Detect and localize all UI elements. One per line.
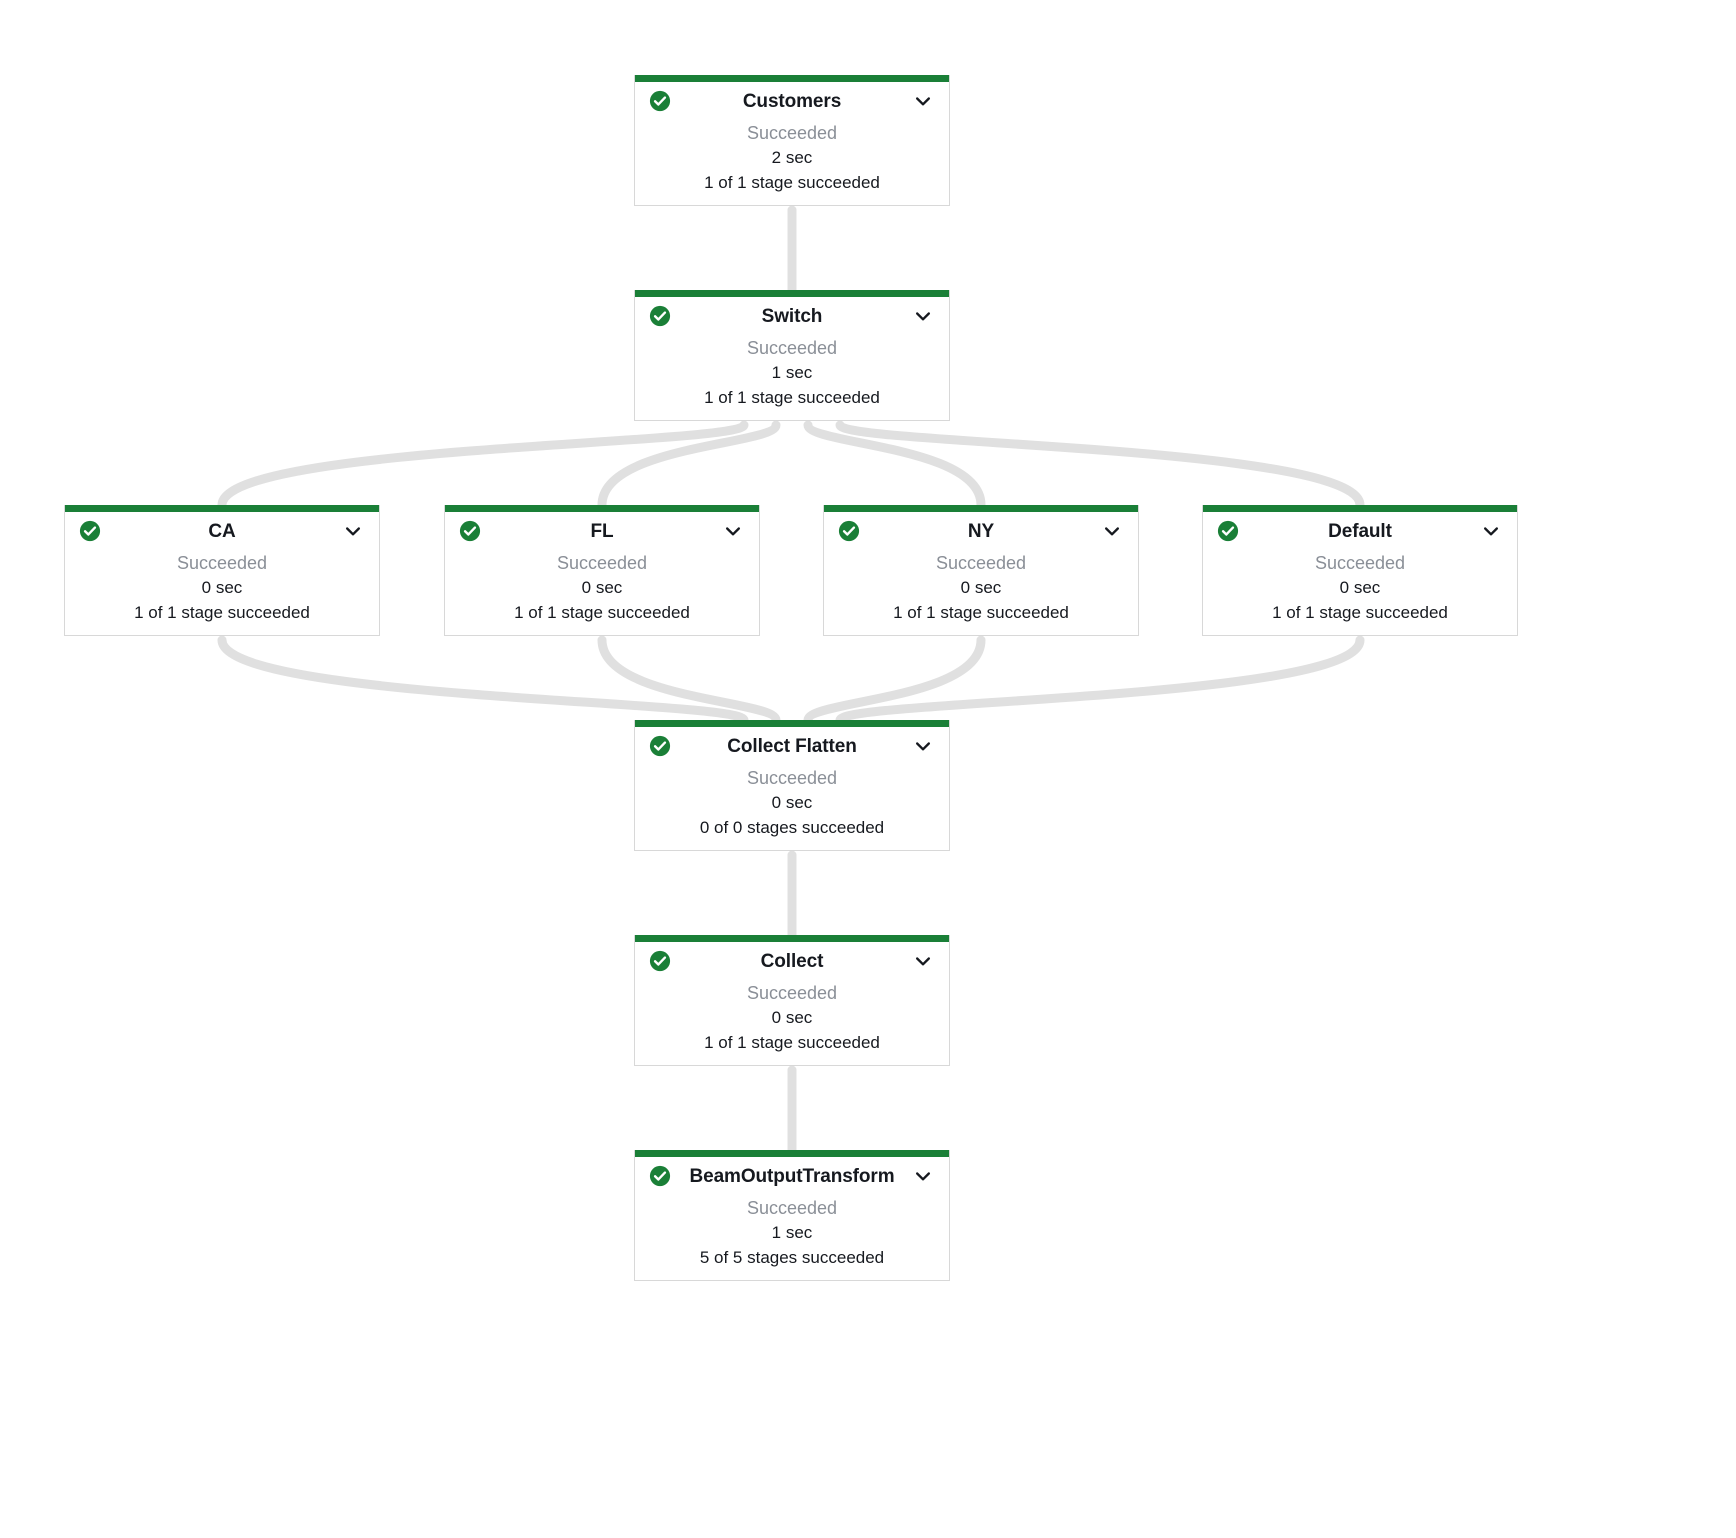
chevron-down-icon[interactable] [913,306,933,326]
node-stages-text: 1 of 1 stage succeeded [1272,602,1448,622]
node-header: BeamOutputTransform [635,1157,949,1195]
node-duration-text: 1 sec [771,1223,813,1243]
chevron-down-icon[interactable] [913,91,933,111]
node-header: Default [1203,512,1517,550]
node-duration-text: 2 sec [771,148,813,168]
node-stages-text: 1 of 1 stage succeeded [704,387,880,407]
node-status-accent-bar [1203,505,1517,512]
pipeline-node-fl[interactable]: FL Succeeded 0 sec 1 of 1 stage succeeded [444,505,760,637]
success-check-icon [79,520,101,542]
node-status-accent-bar [635,290,949,297]
chevron-down-icon[interactable] [913,951,933,971]
node-header: CA [65,512,379,550]
node-title: FL [590,520,614,542]
node-status-text: Succeeded [746,123,838,143]
node-header: Collect Flatten [635,727,949,765]
node-header: NY [824,512,1138,550]
chevron-down-icon[interactable] [1481,521,1501,541]
edge [835,420,1365,510]
node-stages-text: 1 of 1 stage succeeded [704,172,880,192]
success-check-icon [649,1165,671,1187]
node-status-accent-bar [635,1150,949,1157]
edge [835,635,1365,725]
node-header: Collect [635,942,949,980]
node-duration-text: 0 sec [771,793,813,813]
success-check-icon [459,520,481,542]
success-check-icon [838,520,860,542]
node-status-accent-bar [65,505,379,512]
chevron-down-icon[interactable] [913,1166,933,1186]
node-stages-text: 5 of 5 stages succeeded [699,1247,885,1267]
node-status-text: Succeeded [746,983,838,1003]
success-check-icon [649,950,671,972]
node-status-accent-bar [635,75,949,82]
node-status-accent-bar [635,720,949,727]
node-status-accent-bar [445,505,759,512]
node-duration-text: 1 sec [771,363,813,383]
pipeline-node-ny[interactable]: NY Succeeded 0 sec 1 of 1 stage succeeded [823,505,1139,637]
node-status-text: Succeeded [746,1198,838,1218]
node-duration-text: 0 sec [201,578,243,598]
edge [803,420,986,510]
node-duration-text: 0 sec [1339,578,1381,598]
node-duration-text: 0 sec [960,578,1002,598]
node-duration-text: 0 sec [581,578,623,598]
node-title: Collect [760,950,824,972]
node-status-text: Succeeded [176,553,268,573]
edge [803,635,986,725]
node-stages-text: 1 of 1 stage succeeded [704,1032,880,1052]
chevron-down-icon[interactable] [1102,521,1122,541]
node-status-accent-bar [824,505,1138,512]
success-check-icon [649,90,671,112]
node-status-text: Succeeded [1314,553,1406,573]
success-check-icon [649,735,671,757]
edge [217,635,749,725]
chevron-down-icon[interactable] [913,736,933,756]
node-header: FL [445,512,759,550]
node-status-accent-bar [635,935,949,942]
node-title: CA [208,520,236,542]
edge [217,420,749,510]
edge [597,635,781,725]
chevron-down-icon[interactable] [723,521,743,541]
node-title: NY [967,520,995,542]
chevron-down-icon[interactable] [343,521,363,541]
node-title: Customers [742,90,842,112]
edge [597,420,781,510]
node-stages-text: 0 of 0 stages succeeded [699,817,885,837]
pipeline-node-ca[interactable]: CA Succeeded 0 sec 1 of 1 stage succeeded [64,505,380,637]
success-check-icon [1217,520,1239,542]
node-header: Switch [635,297,949,335]
success-check-icon [649,305,671,327]
node-title: BeamOutputTransform [689,1165,895,1187]
node-status-text: Succeeded [746,338,838,358]
node-status-text: Succeeded [935,553,1027,573]
node-title: Default [1328,520,1392,542]
node-stages-text: 1 of 1 stage succeeded [514,602,690,622]
node-duration-text: 0 sec [771,1008,813,1028]
node-title: Switch [761,305,823,327]
node-status-text: Succeeded [746,768,838,788]
node-stages-text: 1 of 1 stage succeeded [893,602,1069,622]
node-stages-text: 1 of 1 stage succeeded [134,602,310,622]
node-header: Customers [635,82,949,120]
node-title: Collect Flatten [727,735,857,757]
node-status-text: Succeeded [556,553,648,573]
